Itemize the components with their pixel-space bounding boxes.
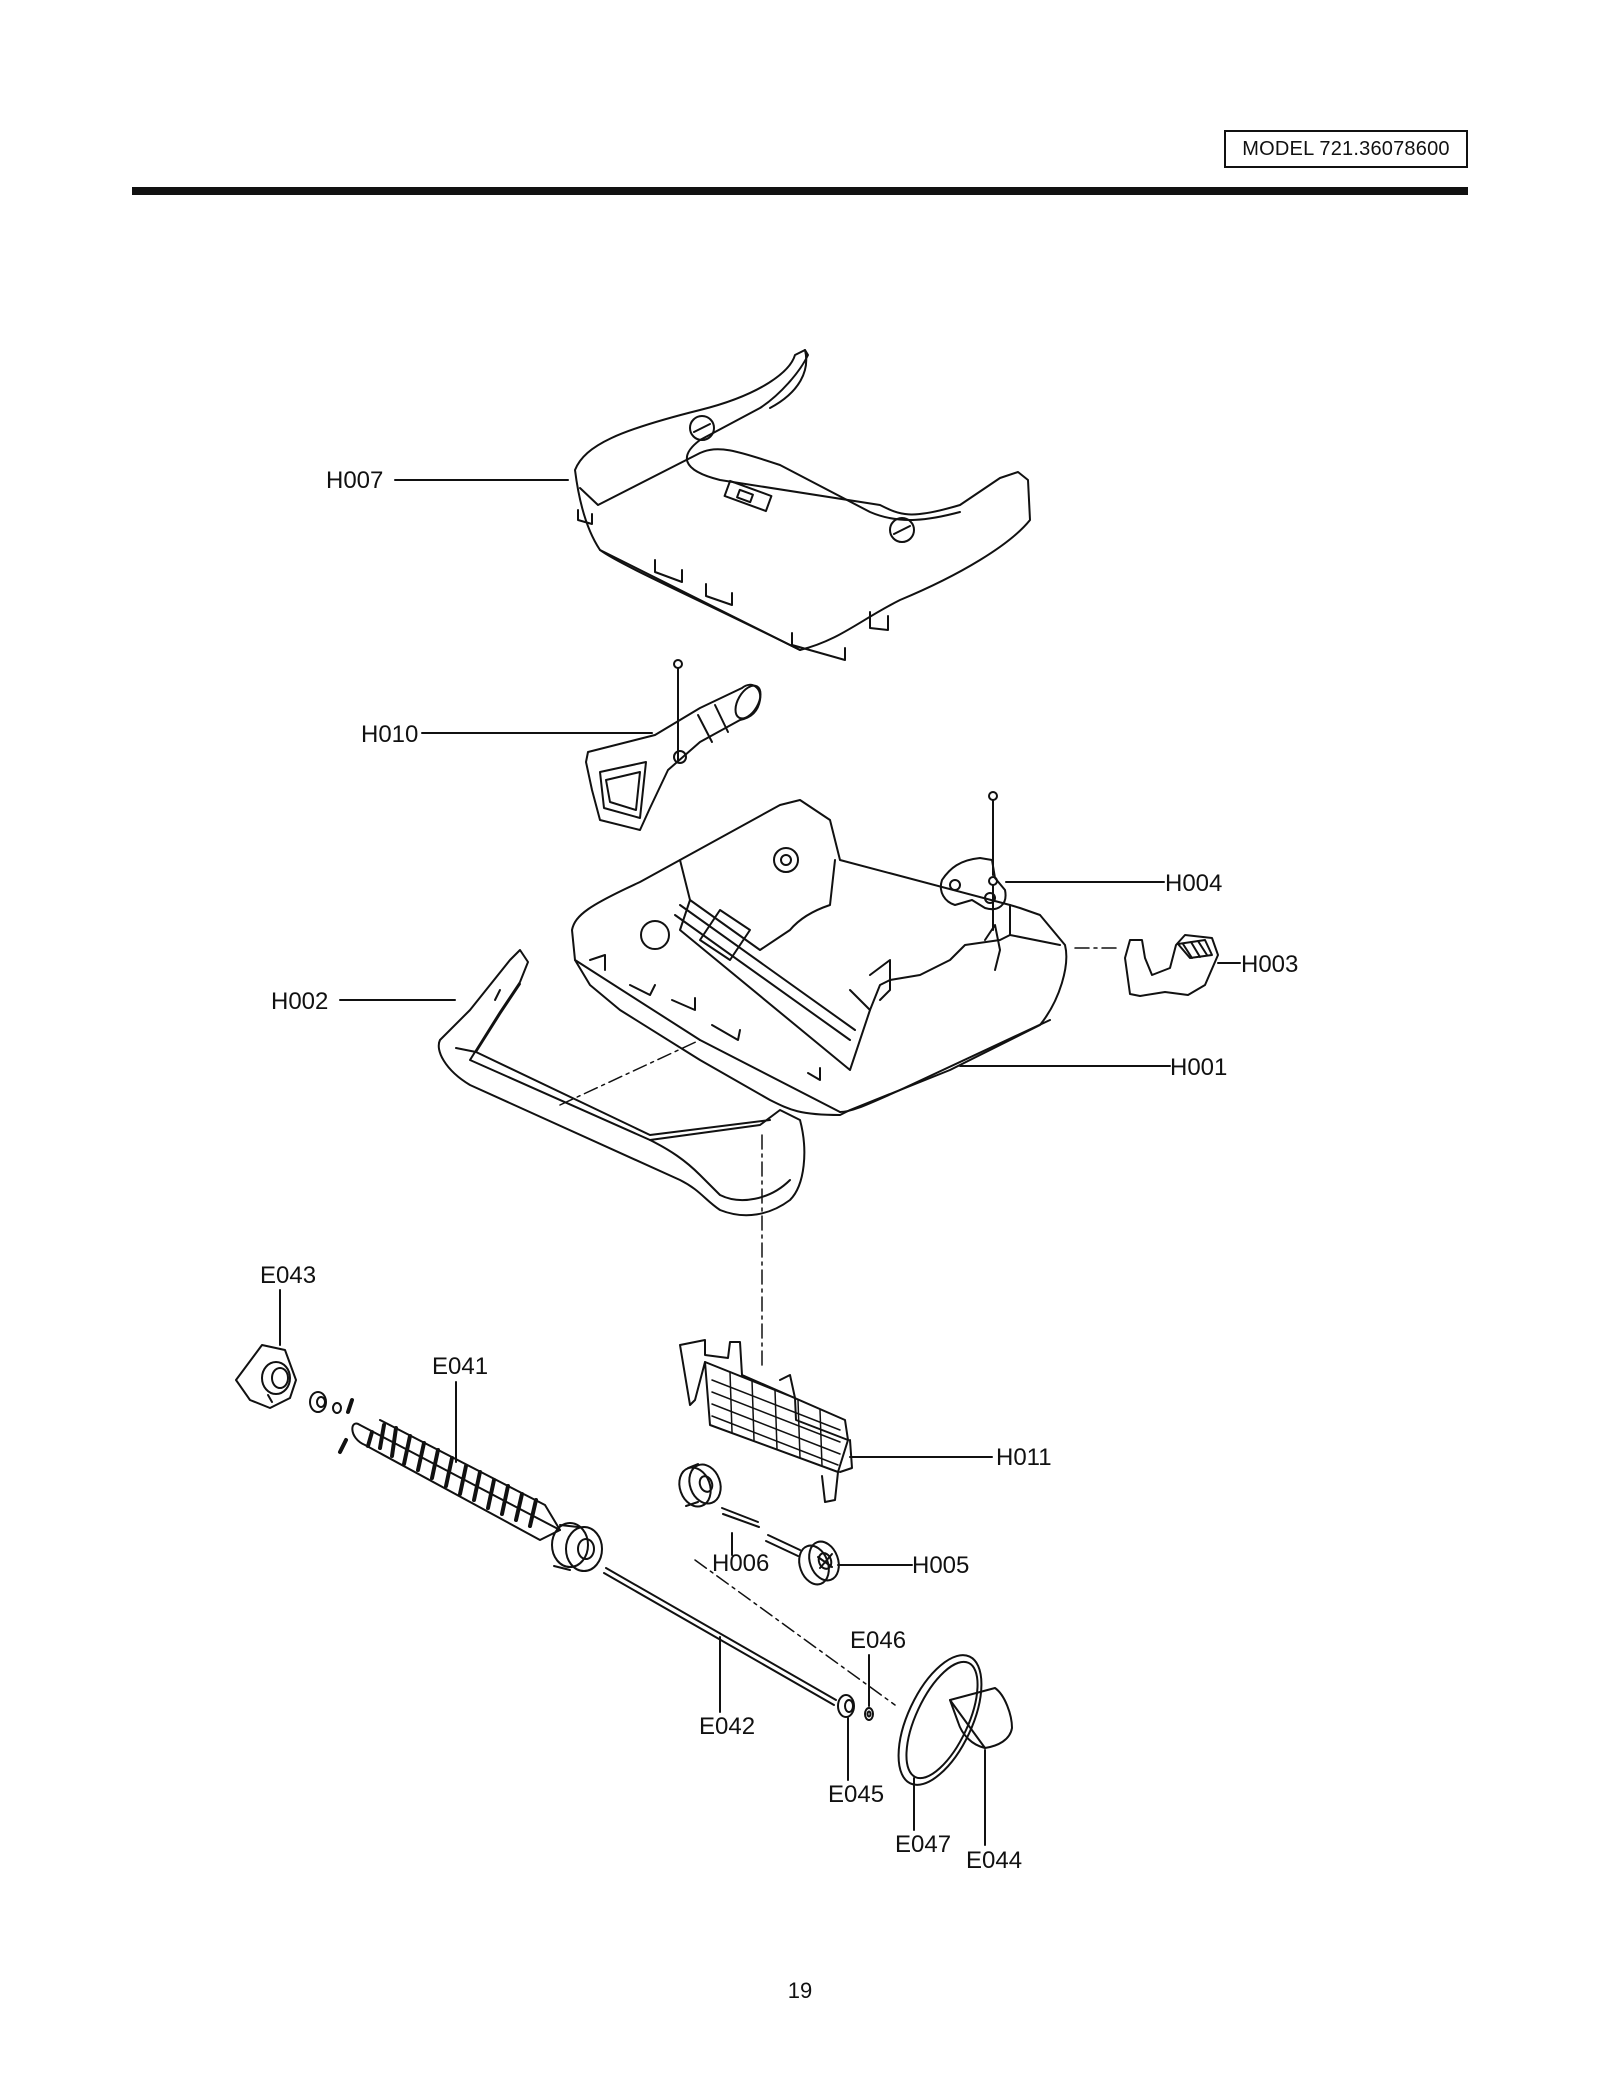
label-e042: E042 [699,1713,755,1740]
model-number-label: MODEL 721.36078600 [1242,137,1450,160]
part-h011-grille [679,1339,993,1503]
label-h004: H004 [1165,870,1222,897]
part-h010-duct [421,659,762,831]
page-number: 19 [787,1978,813,2003]
part-e041-brush-roll [338,1381,603,1572]
part-e045-bearing [837,1694,855,1781]
label-h011: H011 [996,1444,1052,1471]
alignment-lines [559,947,1121,1706]
part-e046-washer [864,1654,874,1721]
label-h007: H007 [326,467,383,494]
part-h003-switch [1124,934,1241,997]
label-e041: E041 [432,1353,488,1380]
label-h010: H010 [361,721,418,748]
label-e045: E045 [828,1781,884,1808]
header-rule [132,187,1468,195]
part-e044-belt-cover [949,1687,1013,1846]
part-h002-bumper [339,949,806,1217]
part-h004-bracket [939,791,1165,910]
label-e046: E046 [850,1627,906,1654]
label-h005: H005 [912,1552,969,1579]
label-e047: E047 [895,1831,951,1858]
label-e043: E043 [260,1262,316,1289]
part-h007-top-cover [394,349,1031,661]
part-e042-shaft [603,1567,837,1713]
label-e044: E044 [966,1847,1022,1874]
callout-labels: H007 H010 H004 H003 H002 H001 E043 E041 … [260,467,1298,1874]
part-h005-wheel-axle [765,1534,913,1586]
model-number-box: MODEL 721.36078600 [1224,130,1468,168]
label-h001: H001 [1170,1054,1227,1081]
label-h003: H003 [1241,951,1298,978]
part-e047-belt [897,1654,983,1831]
part-h006-wheel-axle [678,1463,760,1556]
label-h006: H006 [712,1550,769,1577]
label-h002: H002 [271,988,328,1015]
part-e043-end-cap [235,1289,342,1414]
part-h001-base-housing [571,799,1171,1116]
